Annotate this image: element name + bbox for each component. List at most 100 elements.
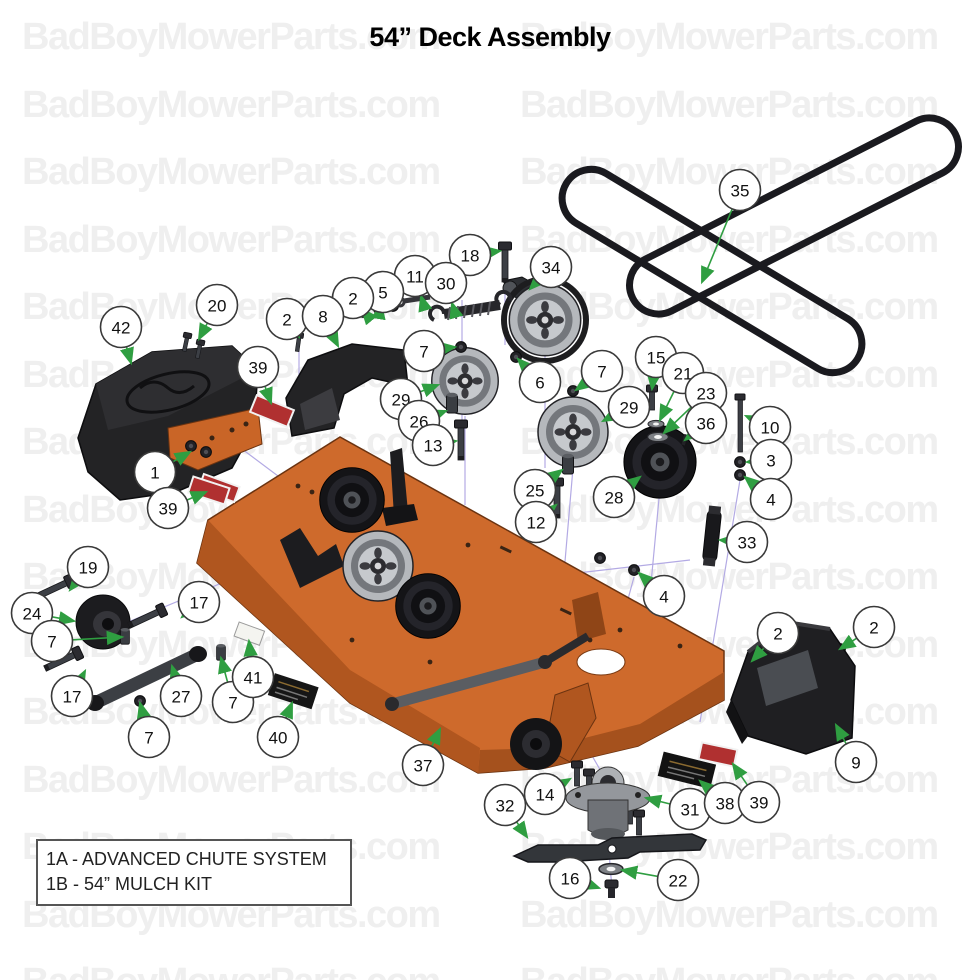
callout-number: 18 — [461, 247, 480, 266]
leader-line — [539, 503, 558, 521]
link-33 — [702, 505, 722, 567]
callout-number: 17 — [190, 594, 209, 613]
callout-37: 37 — [401, 726, 445, 787]
callout-number: 40 — [269, 729, 288, 748]
bushing-7b — [216, 643, 226, 661]
callout-8: 8 — [301, 294, 345, 349]
callout-number: 17 — [63, 688, 82, 707]
front-roller-bar — [386, 656, 551, 710]
callout-balloon — [548, 856, 592, 900]
callout-16: 16 — [548, 856, 602, 900]
callout-balloon — [529, 245, 573, 289]
page-title: 54” Deck Assembly — [369, 22, 611, 52]
callout-number: 7 — [419, 343, 428, 362]
leader-line — [600, 407, 620, 423]
callout-number: 30 — [437, 275, 456, 294]
callout-number: 14 — [536, 786, 555, 805]
leader-line — [619, 865, 658, 880]
callout-number: 2 — [773, 625, 782, 644]
watermark-text: BadBoyMowerParts.com — [520, 488, 939, 531]
callout-number: 28 — [605, 489, 624, 508]
leader-line — [324, 329, 340, 349]
callout-7: 7 — [402, 329, 458, 373]
bolt-14d — [633, 809, 645, 836]
leader-line — [834, 722, 850, 744]
callout-27: 27 — [159, 663, 203, 718]
watermark-text: BadBoyMowerParts.com — [520, 961, 939, 980]
callout-number: 21 — [674, 365, 693, 384]
callout-balloon — [127, 715, 171, 759]
leader-line — [439, 341, 458, 357]
callout-39: 39 — [146, 486, 209, 530]
callout-balloon — [424, 261, 468, 305]
deck-spindle-pulley-center — [395, 573, 461, 639]
deck-spindle-pulley-left — [319, 467, 385, 533]
callout-balloon — [236, 345, 280, 389]
callout-number: 7 — [228, 694, 237, 713]
callout-balloon — [411, 423, 455, 467]
callout-balloon — [256, 715, 300, 759]
callout-35: 35 — [701, 168, 762, 285]
leader-line — [483, 245, 503, 261]
callout-number: 7 — [47, 633, 56, 652]
bracket-foot — [382, 504, 418, 526]
deck-shell — [196, 436, 725, 774]
callout-balloon — [580, 349, 624, 393]
leader-line — [119, 346, 134, 366]
callout-number: 4 — [766, 491, 775, 510]
spacer-25 — [562, 453, 574, 475]
callout-number: 1 — [150, 464, 159, 483]
watermark-text: BadBoyMowerParts.com — [520, 286, 939, 328]
callout-39: 39 — [236, 345, 280, 406]
leader-line — [68, 573, 86, 592]
spacer-26 — [446, 392, 458, 414]
callout-23: 23 — [662, 371, 728, 435]
callout-1: 1 — [133, 450, 193, 494]
leader-line — [516, 357, 534, 375]
watermark-text: BadBoyMowerParts.com — [520, 218, 939, 261]
callout-balloon — [656, 858, 700, 902]
callout-17: 17 — [50, 668, 94, 718]
callout-number: 22 — [669, 872, 688, 891]
bolt-14a — [571, 760, 583, 787]
callout-12: 12 — [514, 500, 558, 544]
callout-balloon — [592, 475, 636, 519]
decal-39-right — [697, 741, 739, 768]
nut-7b — [567, 385, 579, 397]
idler-arm-bracket — [390, 448, 408, 516]
callout-22: 22 — [619, 858, 700, 902]
leader-line — [136, 700, 151, 720]
callout-2: 2 — [265, 297, 309, 341]
nut-3 — [734, 456, 746, 468]
leader-line — [582, 876, 602, 890]
callout-balloon — [99, 305, 143, 349]
callout-39: 39 — [731, 762, 781, 824]
rear-bracket — [572, 592, 606, 642]
blade-bolt-16 — [604, 879, 619, 898]
discharge-cover-left — [77, 345, 263, 501]
callout-balloon — [725, 520, 769, 564]
leader-line — [429, 409, 449, 424]
callout-balloon — [483, 783, 527, 827]
callout-balloon — [642, 574, 686, 618]
leader-line — [512, 820, 529, 839]
leader-line — [646, 373, 662, 392]
callout-number: 24 — [23, 605, 42, 624]
callout-number: 3 — [766, 452, 775, 471]
callout-balloon — [401, 743, 445, 787]
callout-number: 16 — [561, 870, 580, 889]
callout-3: 3 — [744, 438, 793, 482]
callout-balloon — [146, 486, 190, 530]
callout-balloon — [852, 605, 896, 649]
bolt-17a — [125, 602, 169, 632]
leader-line — [701, 209, 733, 285]
leader-line — [623, 475, 642, 492]
callout-balloon — [402, 329, 446, 373]
leader-line — [71, 668, 87, 688]
legend-line-1b: 1B - 54” MULCH KIT — [46, 874, 213, 894]
callout-34: 34 — [528, 245, 573, 291]
leader-line — [643, 794, 670, 809]
callout-number: 12 — [527, 514, 546, 533]
legend-box: 1A - ADVANCED CHUTE SYSTEM 1B - 54” MULC… — [36, 839, 352, 906]
badboy-logo — [125, 370, 211, 414]
